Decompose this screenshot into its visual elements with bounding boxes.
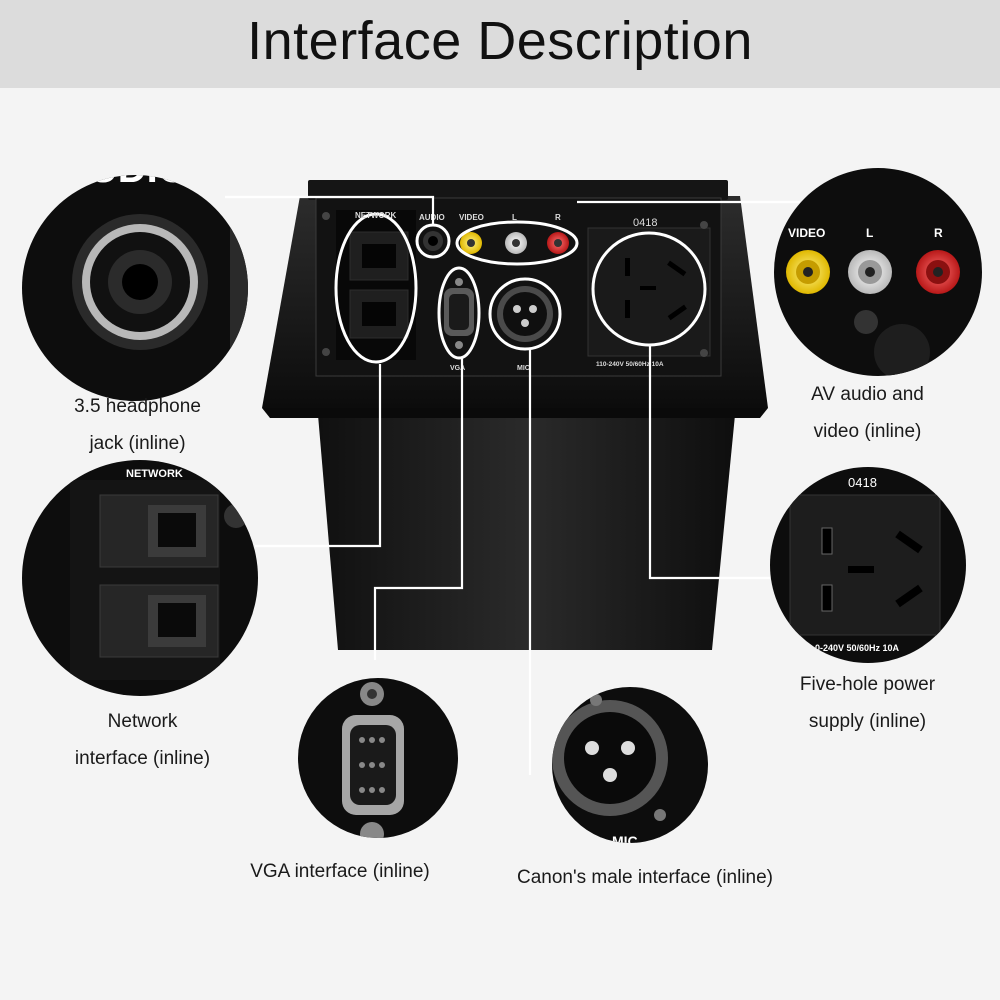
zoom-vga	[298, 678, 458, 838]
panel-label-left: L	[512, 213, 517, 222]
caption-av-line2: video (inline)	[813, 421, 922, 442]
caption-headphone-line1: 3.5 headphone	[74, 396, 201, 417]
floor-box	[262, 180, 768, 650]
zoom-mic-label: MIC	[612, 833, 638, 849]
caption-network-line2: interface (inline)	[74, 748, 211, 769]
caption-power-line2: supply (inline)	[808, 711, 927, 732]
panel-label-audio: AUDIO	[419, 213, 445, 222]
zoom-network: NETWORK	[22, 460, 258, 696]
page-title: Interface Description	[247, 11, 753, 71]
panel-label-mic: MIC	[517, 365, 530, 372]
callout-lines	[225, 195, 800, 775]
zoom-rating-label: 0-240V 50/60Hz 10A	[815, 643, 900, 653]
zoom-power: 0418 0-240V 50/60Hz 10A	[770, 467, 966, 663]
zoom-headphone-jack: AUDIO	[22, 147, 248, 401]
panel-label-right: R	[555, 213, 561, 222]
panel-label-code: 0418	[633, 217, 657, 229]
zoom-canon-male: MIC	[552, 687, 708, 849]
caption-av-line1: AV audio and	[811, 384, 924, 405]
zoom-left-label: L	[866, 226, 873, 240]
zoom-right-label: R	[934, 226, 943, 240]
panel-label-rating: 110-240V 50/60Hz 10A	[596, 361, 664, 368]
caption-canon: Canon's male interface (inline)	[516, 867, 774, 888]
caption-power-line1: Five-hole power	[799, 674, 936, 695]
zoom-video-label: VIDEO	[788, 226, 825, 240]
zoom-audio-label: AUDIO	[60, 147, 189, 191]
caption-vga: VGA interface (inline)	[250, 861, 430, 882]
caption-headphone-line2: jack (inline)	[89, 433, 186, 454]
caption-headphone-jack: 3.5 headphone jack (inline)	[30, 388, 245, 462]
zoom-av: VIDEO L R	[774, 168, 982, 376]
caption-network: Network interface (inline)	[40, 703, 245, 777]
zoom-network-label: NETWORK	[126, 468, 183, 480]
caption-power: Five-hole power supply (inline)	[770, 666, 965, 740]
caption-av: AV audio and video (inline)	[770, 376, 965, 450]
panel-label-video: VIDEO	[459, 213, 484, 222]
panel-label-vga: VGA	[450, 365, 465, 372]
panel-label-network: NETWORK	[355, 211, 397, 220]
caption-network-line1: Network	[107, 711, 178, 732]
header-band	[0, 0, 1000, 88]
zoom-code-label: 0418	[848, 475, 877, 490]
